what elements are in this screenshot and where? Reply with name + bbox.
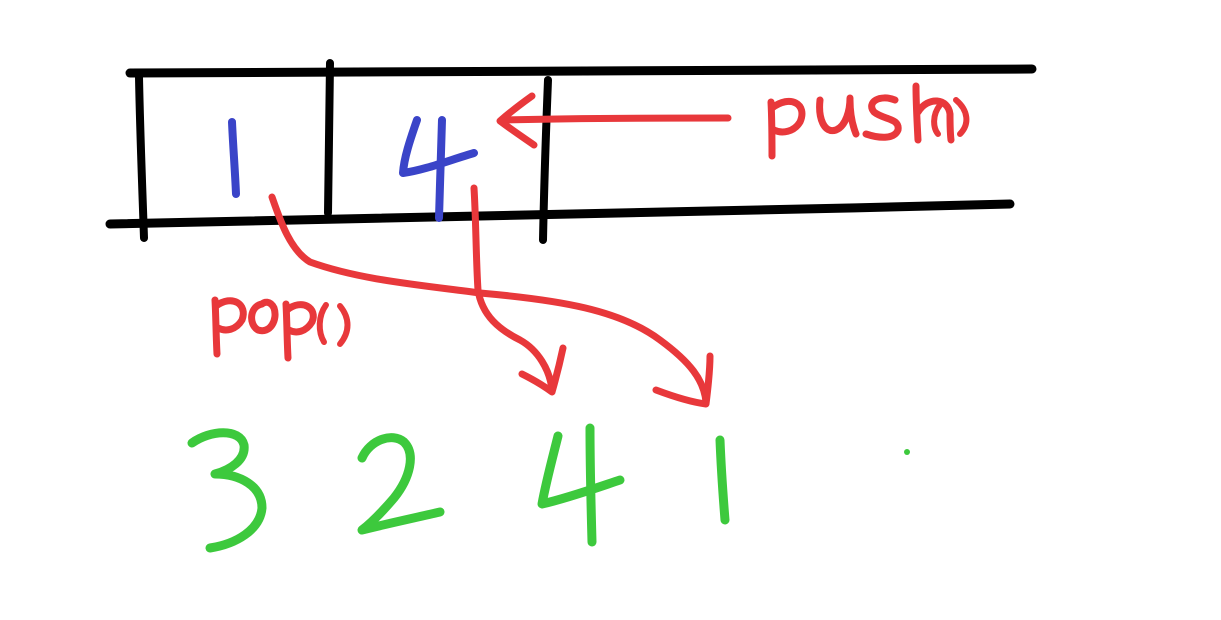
stack-divider-1 [324,59,334,217]
pop-path-from-cell-2 [470,184,556,394]
push-arrow-head [496,92,538,149]
stack-divider-2 [539,76,552,244]
pop-arrowhead-2 [518,344,567,396]
push-arrow-shaft [498,114,732,124]
stack-value-1-glyph [228,118,240,198]
output-digit-4-a [537,431,625,509]
stack-bottom-line [105,199,1015,229]
pop-arrowhead-1 [652,352,714,408]
stack-value-4-stroke-b [435,116,446,222]
stack-cell-2 [399,116,478,222]
output-digit-4-b [585,423,597,547]
stack-top-line [125,64,1037,78]
stack-cell-1 [228,118,240,198]
output-stray-dot [904,449,910,455]
pop-operation [211,184,714,408]
output-sequence [187,423,910,553]
stack-value-4-stroke-a [399,116,478,177]
output-digit-3 [187,428,267,553]
push-operation [496,82,970,160]
pop-path-from-cell-1 [268,193,710,406]
stack-container [105,59,1037,244]
push-label [767,82,970,160]
pop-label [211,296,351,362]
stack-left-wall [135,73,148,242]
output-digit-1 [715,435,730,525]
output-digit-2 [357,433,445,535]
